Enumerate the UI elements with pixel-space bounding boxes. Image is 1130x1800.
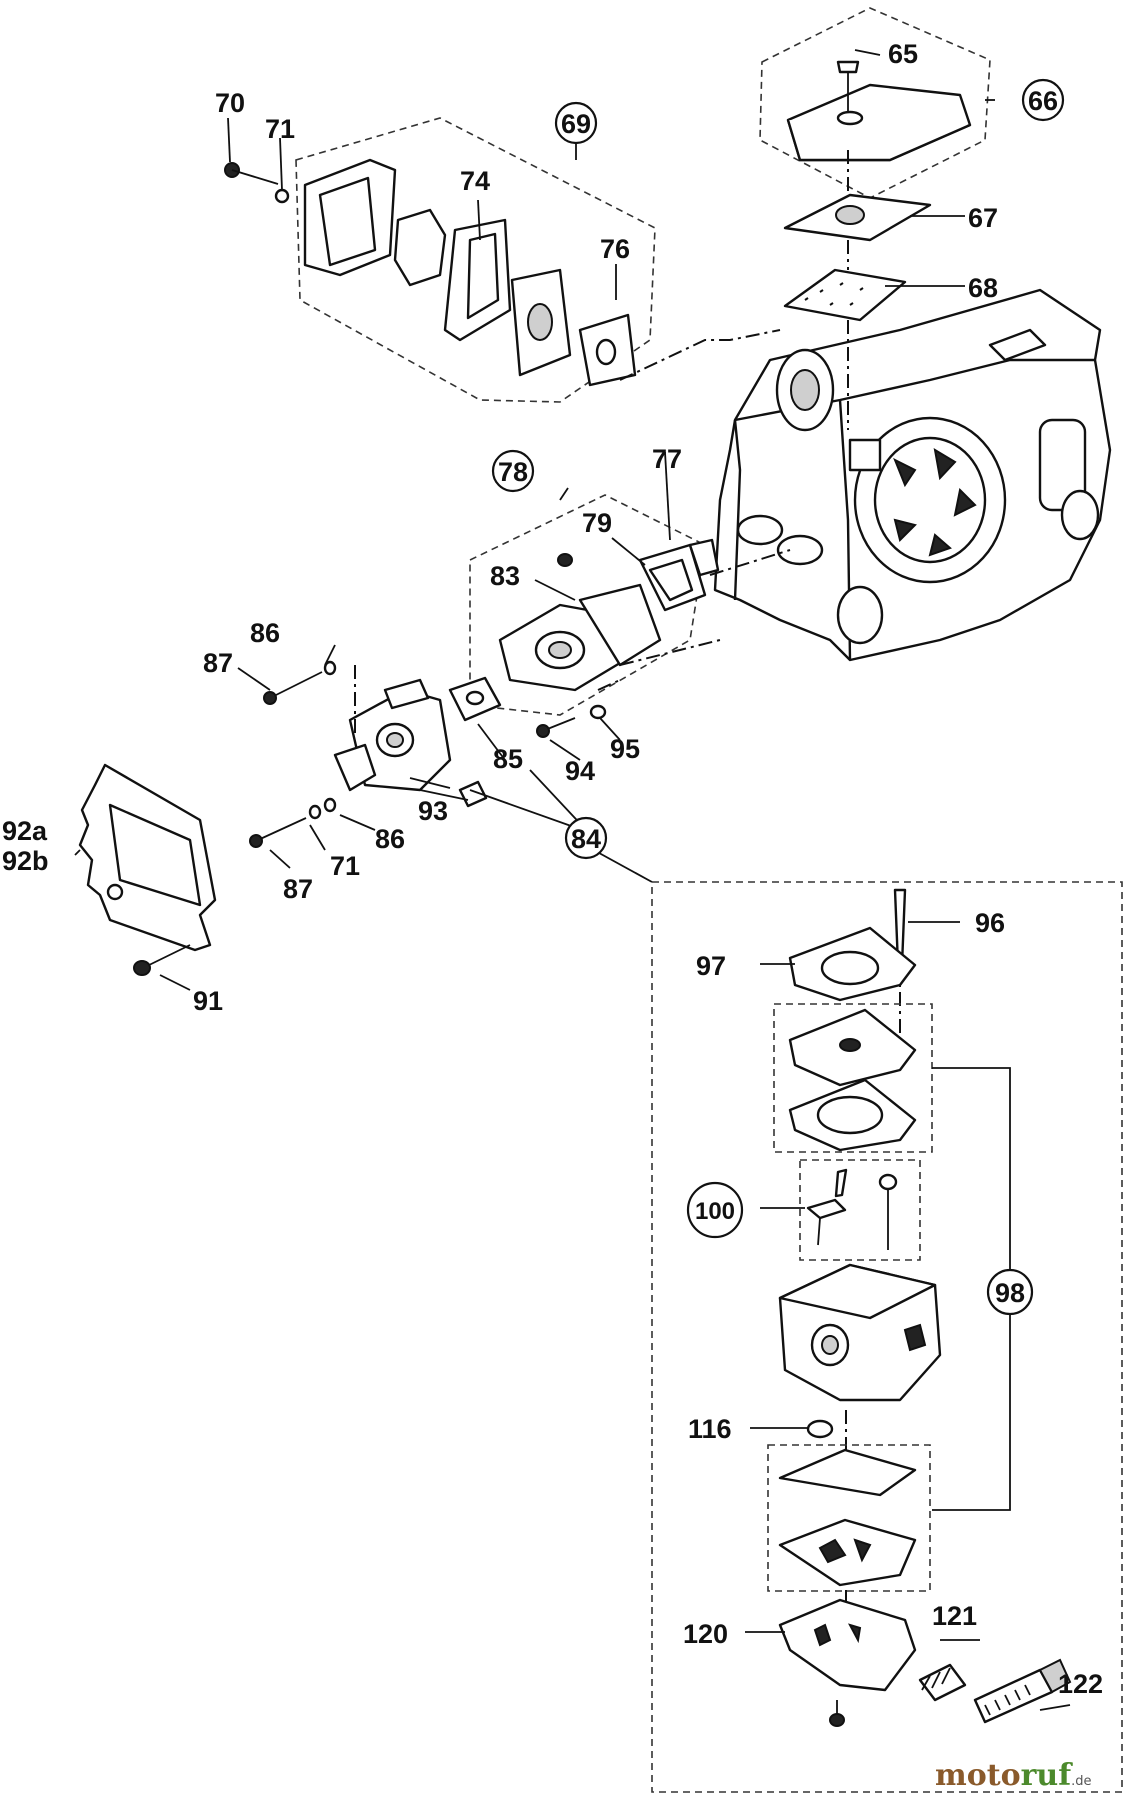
svg-text:motoruf.de: motoruf.de: [935, 1758, 1092, 1793]
label-84: 84: [571, 824, 601, 854]
carb-detail-box: [589, 847, 1123, 1793]
label-100: 100: [695, 1198, 735, 1225]
label-77: 77: [652, 444, 682, 474]
label-116: 116: [688, 1414, 732, 1444]
label-95: 95: [610, 734, 640, 764]
label-92b: 92b: [2, 846, 49, 876]
label-86-bottom: 86: [375, 824, 405, 854]
label-87-top: 87: [203, 648, 233, 678]
label-120: 120: [683, 1619, 728, 1649]
label-66: 66: [1028, 86, 1058, 116]
label-85: 85: [493, 744, 523, 774]
watermark-part2: ruf: [1021, 1758, 1074, 1793]
watermark-part1: moto: [935, 1758, 1021, 1793]
label-65: 65: [888, 39, 918, 69]
label-122: 122: [1058, 1669, 1103, 1699]
label-78: 78: [498, 457, 528, 487]
engine-housing: [713, 288, 1112, 662]
label-71-bottom: 71: [330, 851, 360, 881]
label-68: 68: [968, 273, 998, 303]
label-70: 70: [215, 88, 245, 118]
muffler-group-69: [224, 117, 781, 403]
label-67: 67: [968, 203, 998, 233]
intake-group-78: [469, 494, 791, 716]
label-98: 98: [995, 1278, 1025, 1308]
cover-plate-92: [78, 763, 217, 976]
callout-circle-100: [686, 1181, 744, 1239]
part-labels: 65 66 67 68 69 70 71 74 76 77 78 79 83 8…: [2, 39, 1103, 1699]
label-93: 93: [418, 796, 448, 826]
cover-group-66: [759, 7, 991, 430]
carburetor-assembly: [249, 660, 621, 848]
label-92a: 92a: [2, 816, 48, 846]
callout-circle-84: [564, 816, 608, 860]
label-91: 91: [193, 986, 223, 1016]
watermark-logo: motoruf.de: [935, 1758, 1092, 1793]
label-74: 74: [460, 166, 490, 196]
reference-circles: [491, 78, 1065, 1316]
callout-circle-69: [554, 101, 598, 145]
watermark-tld: .de: [1071, 1774, 1091, 1789]
leader-lines: [74, 49, 1071, 1711]
label-87-bottom: 87: [283, 874, 313, 904]
callout-circle-66: [1021, 78, 1065, 122]
label-83: 83: [490, 561, 520, 591]
label-71-top: 71: [265, 114, 295, 144]
label-97: 97: [696, 951, 726, 981]
callout-circle-78: [491, 449, 535, 493]
label-79: 79: [582, 508, 612, 538]
label-69: 69: [561, 109, 591, 139]
label-94: 94: [565, 756, 595, 786]
label-96: 96: [975, 908, 1005, 938]
label-121: 121: [932, 1601, 977, 1631]
callout-circle-98: [986, 1268, 1034, 1316]
label-86-top: 86: [250, 618, 280, 648]
label-76: 76: [600, 234, 630, 264]
